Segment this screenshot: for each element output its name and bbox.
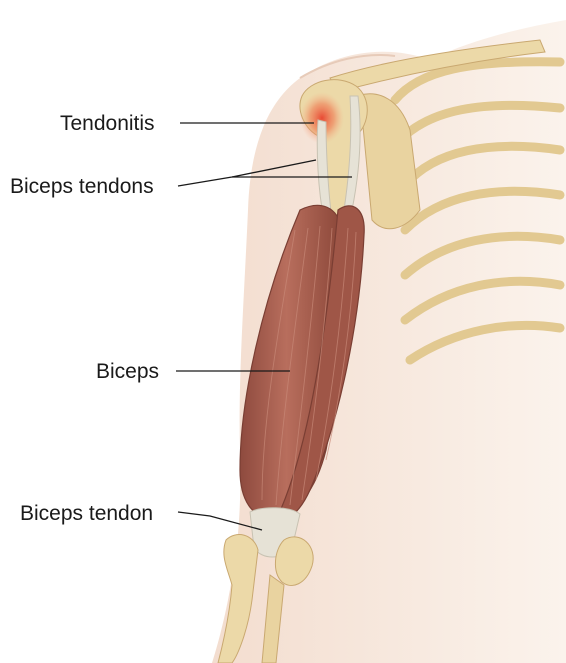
label-biceps-tendon: Biceps tendon [20, 502, 153, 525]
label-tendonitis: Tendonitis [60, 112, 155, 135]
label-biceps: Biceps [96, 360, 159, 383]
label-biceps-tendons: Biceps tendons [10, 175, 154, 198]
